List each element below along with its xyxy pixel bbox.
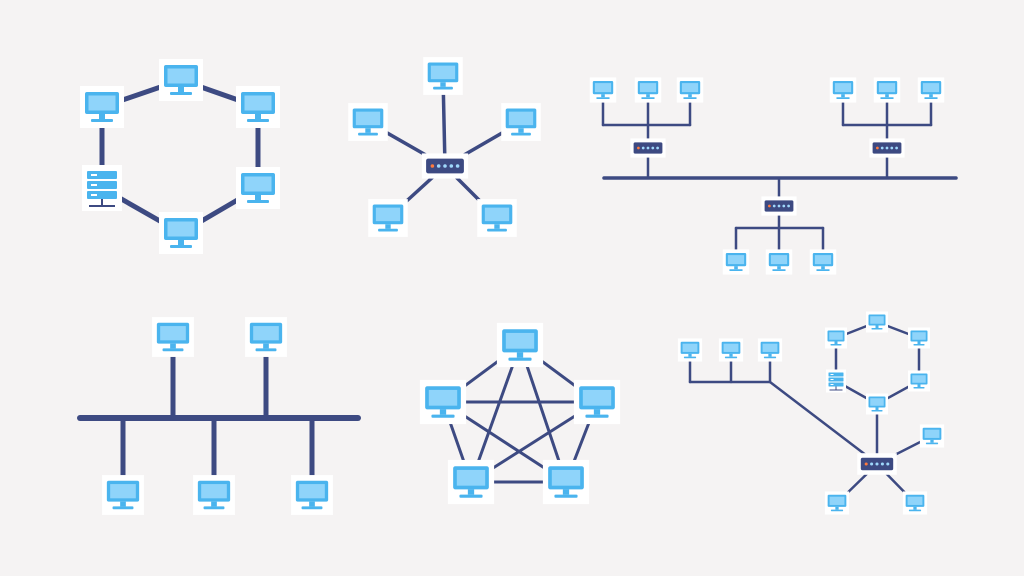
hybrid-monitor-icon — [902, 491, 928, 515]
bus-monitor-icon — [291, 475, 333, 515]
hybrid-link — [768, 380, 877, 464]
star-monitor-icon — [423, 57, 463, 95]
tree-monitor-icon — [634, 77, 662, 103]
hybrid-monitor-icon — [824, 491, 850, 515]
star-switch-icon — [421, 153, 469, 179]
tree-switch-icon — [630, 138, 666, 158]
tree-monitor-icon — [589, 77, 617, 103]
hybrid-switch-icon — [857, 453, 897, 475]
hybrid-monitor-icon — [825, 327, 847, 349]
tree-monitor-icon — [676, 77, 704, 103]
mesh-link — [469, 343, 522, 484]
mesh-monitor-icon — [542, 459, 590, 505]
hybrid-monitor-icon — [908, 370, 930, 392]
tree-monitor-icon — [765, 249, 793, 275]
tree-monitor-icon — [809, 249, 837, 275]
hybrid-monitor-icon — [718, 338, 744, 362]
bus-monitor-icon — [102, 475, 144, 515]
hybrid-monitor-icon — [866, 393, 888, 415]
hybrid-monitor-icon — [919, 424, 945, 448]
bus-monitor-icon — [152, 317, 194, 357]
star-monitor-icon — [477, 199, 517, 237]
star-monitor-icon — [348, 103, 388, 141]
ring-monitor-icon — [80, 86, 124, 128]
bus-monitor-icon — [193, 475, 235, 515]
ring-monitor-icon — [159, 212, 203, 254]
nodes-layer — [80, 57, 945, 515]
hybrid-monitor-icon — [866, 311, 888, 333]
mesh-monitor-icon — [419, 379, 467, 425]
tree-monitor-icon — [873, 77, 901, 103]
ring-monitor-icon — [236, 86, 280, 128]
star-monitor-icon — [501, 103, 541, 141]
bus-monitor-icon — [245, 317, 287, 357]
ring-monitor-icon — [236, 167, 280, 209]
hybrid-server-icon — [826, 369, 846, 393]
tree-monitor-icon — [829, 77, 857, 103]
tree-switch-icon — [761, 196, 797, 216]
mesh-monitor-icon — [496, 322, 544, 368]
mesh-link — [518, 343, 568, 484]
tree-monitor-icon — [917, 77, 945, 103]
hybrid-monitor-icon — [677, 338, 703, 362]
mesh-monitor-icon — [447, 459, 495, 505]
mesh-monitor-icon — [573, 379, 621, 425]
tree-switch-icon — [869, 138, 905, 158]
star-monitor-icon — [368, 199, 408, 237]
ring-monitor-icon — [159, 59, 203, 101]
hybrid-monitor-icon — [757, 338, 783, 362]
hybrid-monitor-icon — [908, 327, 930, 349]
tree-monitor-icon — [722, 249, 750, 275]
ring-server-icon — [82, 165, 122, 211]
